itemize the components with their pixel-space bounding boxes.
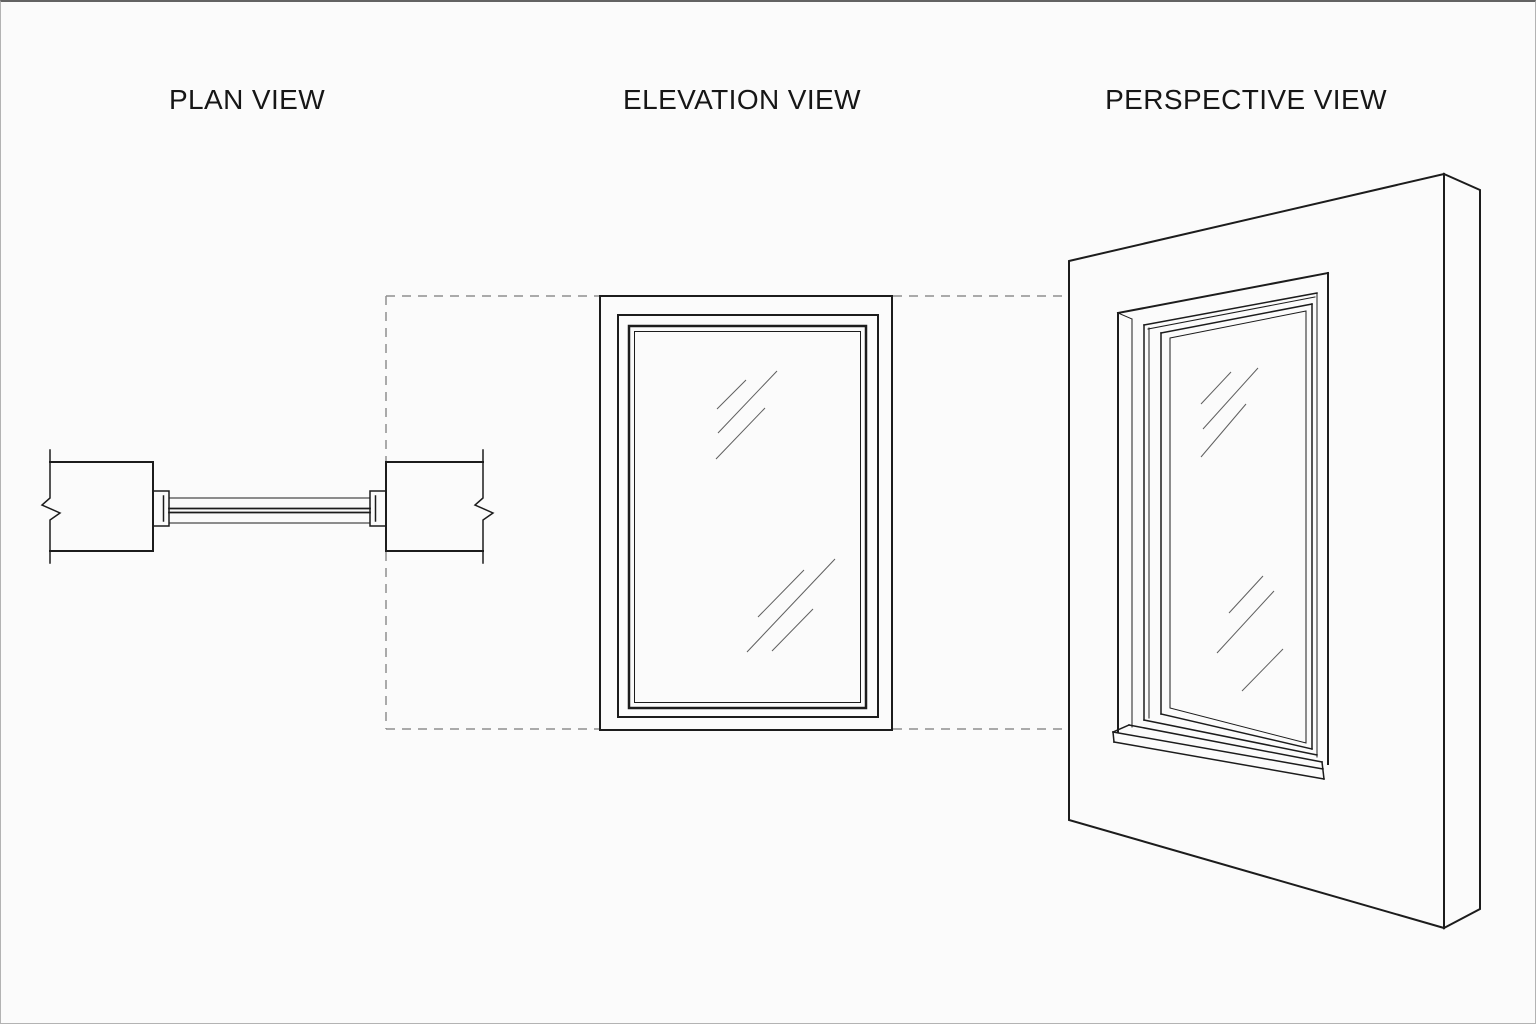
window-jamb-left — [152, 490, 170, 527]
glass-mark — [715, 407, 766, 460]
glass-mark — [1200, 403, 1247, 458]
glass-reflection-marks-perspective — [1200, 367, 1284, 692]
glass-reflection-marks-elevation — [715, 370, 836, 653]
glass-mark — [757, 569, 805, 618]
perspective-view-title: PERSPECTIVE VIEW — [1105, 84, 1387, 115]
wall-side-face — [1443, 172, 1481, 930]
break-line-left — [40, 449, 62, 564]
glass-mark — [716, 379, 747, 410]
plan-view-title: PLAN VIEW — [168, 84, 326, 115]
reveal-top-inner — [1147, 296, 1316, 330]
window-sill-perspective — [1112, 724, 1325, 780]
window-reveal-perspective — [1143, 292, 1318, 758]
sash-top — [1160, 303, 1313, 334]
reveal-bottom — [1143, 719, 1318, 756]
elevation-view-title: ELEVATION VIEW — [623, 84, 861, 115]
sill-left-cap-edge — [1112, 731, 1115, 743]
sill-top-front-edge — [1112, 731, 1324, 770]
glass-mark — [1216, 590, 1275, 654]
glazing-lines — [168, 497, 371, 524]
elevation-view-drawing — [599, 295, 893, 731]
sill-bottom-front-edge — [1113, 741, 1325, 780]
window-glass-edge — [634, 331, 861, 703]
glass-mark — [1241, 648, 1284, 692]
wall-section-left — [49, 461, 154, 552]
sill-left-cap-top — [1112, 724, 1130, 733]
glass-mark — [1200, 371, 1232, 405]
perspective-view-drawing — [1068, 172, 1481, 930]
window-jamb-right — [369, 490, 387, 527]
glass-edge-perspective — [1169, 310, 1307, 744]
window-mid-frame — [617, 314, 879, 718]
break-line-right — [473, 449, 495, 564]
reveal-top-outer — [1143, 292, 1318, 326]
glass-mark — [1228, 575, 1264, 614]
window-sash-perspective — [1160, 303, 1313, 750]
projection-dashed-lines — [385, 295, 1067, 730]
sill-right-cap-edge — [1321, 761, 1325, 780]
wall-section-right — [385, 461, 484, 552]
glass-mark — [746, 558, 836, 653]
window-sash-frame — [627, 324, 868, 710]
glass-mark — [717, 370, 778, 434]
window-outer-frame — [599, 295, 893, 731]
sash-bottom — [1160, 713, 1313, 750]
sill-top-back-edge — [1128, 724, 1323, 763]
glass-mark — [1202, 367, 1259, 430]
trim-top-edge — [1116, 271, 1330, 315]
window-trim-perspective — [1116, 271, 1330, 765]
glass-mark — [771, 608, 814, 652]
trim-left-return-top — [1117, 312, 1133, 320]
plan-view-drawing — [40, 449, 495, 564]
